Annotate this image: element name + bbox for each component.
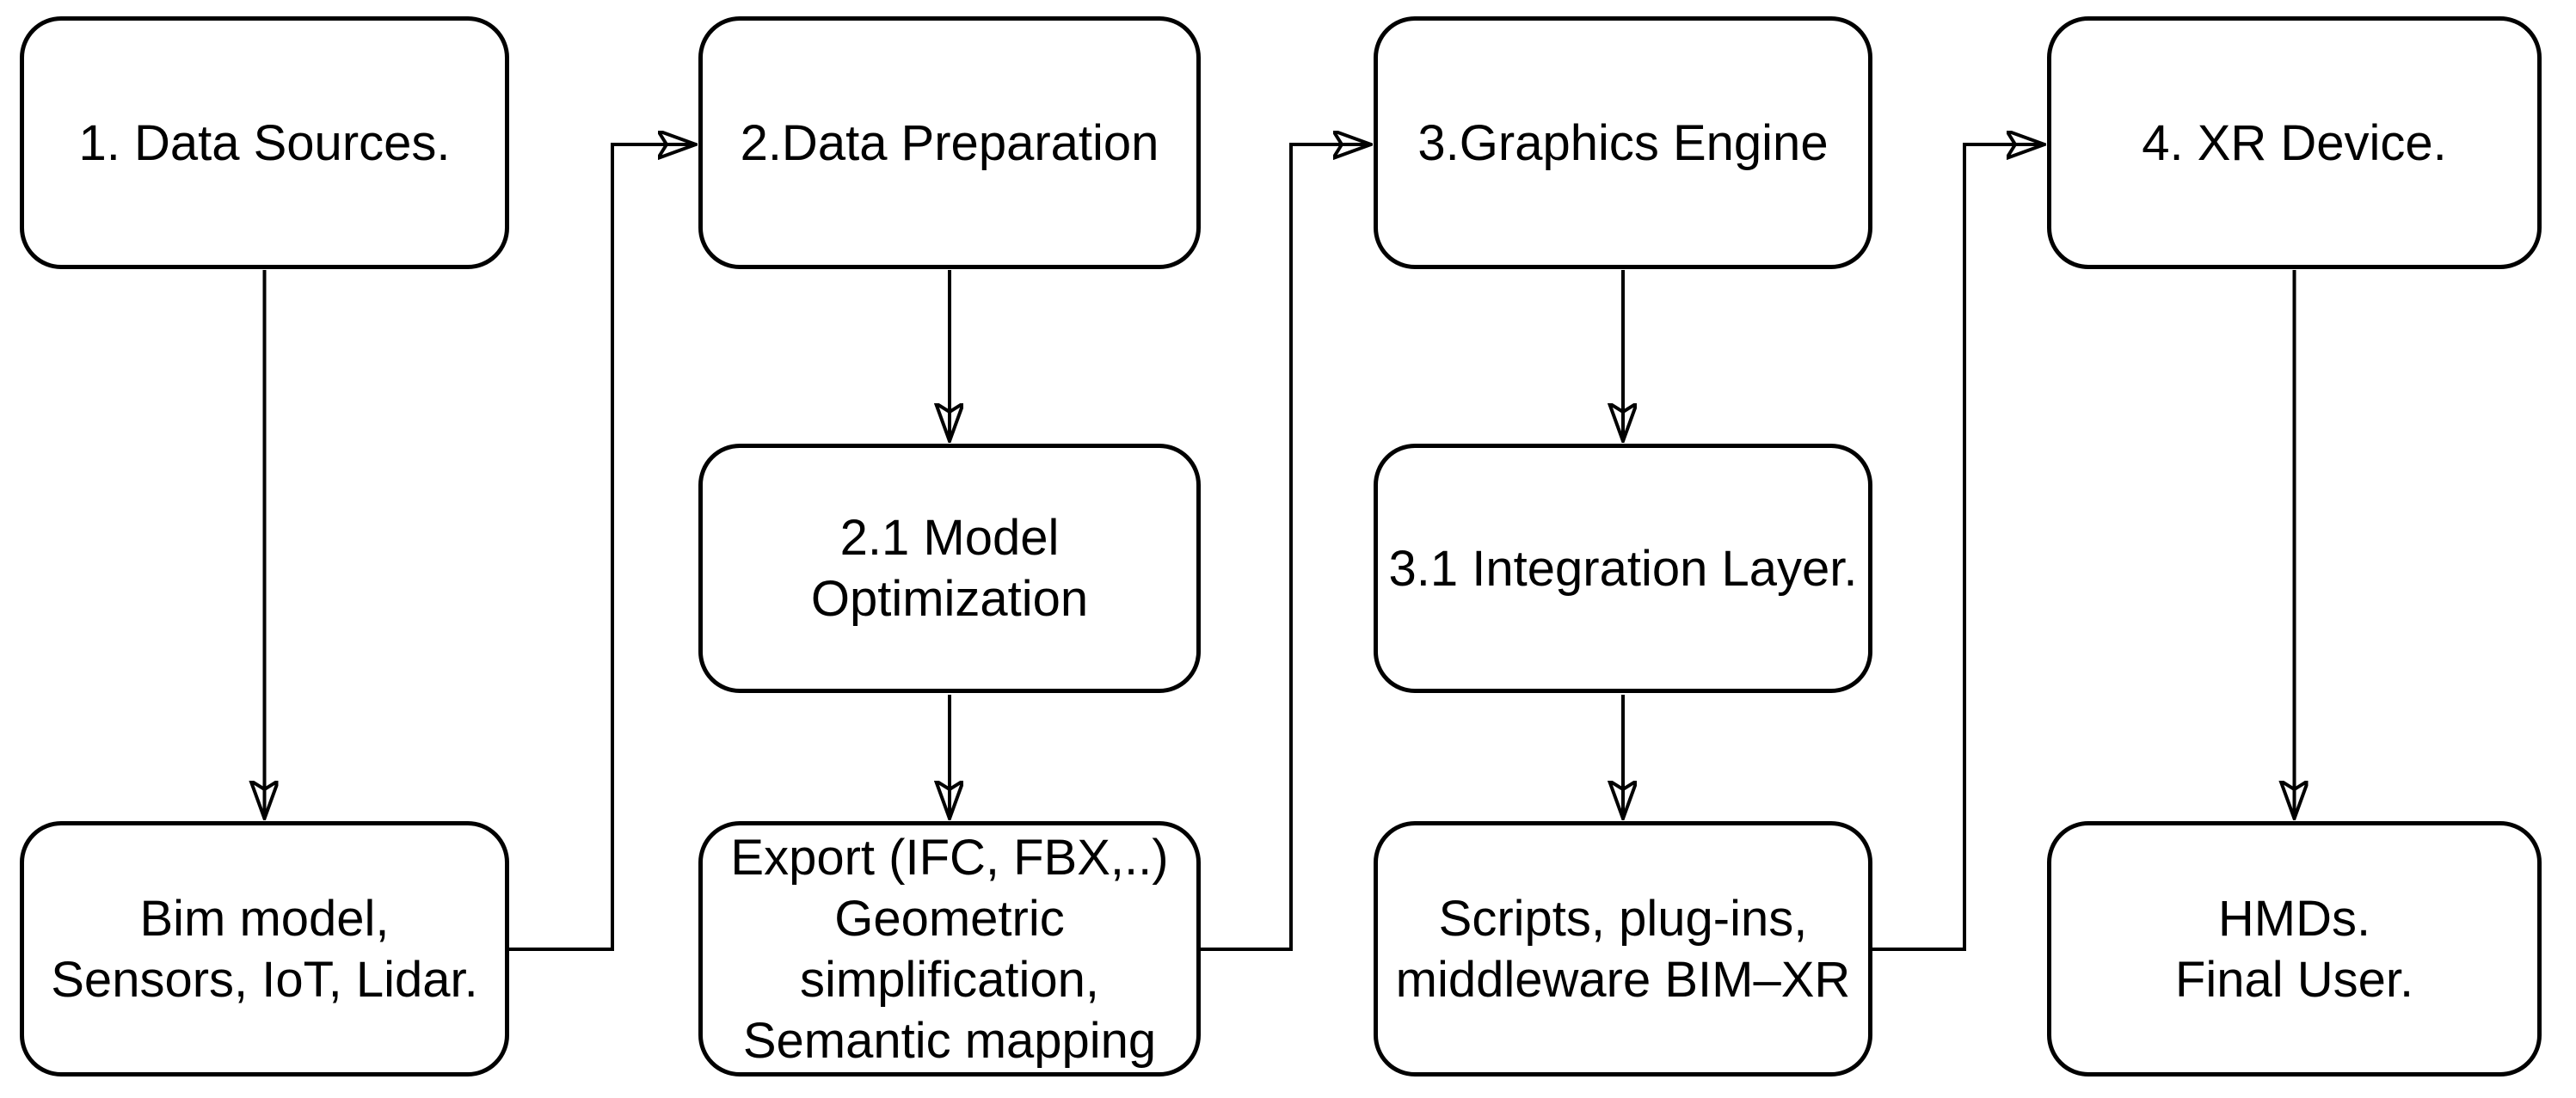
node-label-line: Final User. — [2174, 951, 2414, 1008]
node-label-line: 3.1 Integration Layer. — [1388, 540, 1858, 597]
node-label-line: Scripts, plug-ins, — [1438, 890, 1808, 947]
node-bim-sources: Bim model, Sensors, IoT, Lidar. — [20, 821, 509, 1077]
node-label-line: 2.1 Model — [839, 510, 1060, 566]
node-label-line: Geometric — [834, 890, 1065, 947]
node-graphics-engine: 3.Graphics Engine — [1374, 16, 1872, 269]
node-label-line: Export (IFC, FBX,..) — [730, 829, 1169, 886]
edge-bim-sources-to-data-preparation — [509, 144, 695, 951]
node-hmds-user: HMDs. Final User. — [2047, 821, 2542, 1077]
node-label-line: HMDs. — [2217, 890, 2371, 947]
node-label-line: 1. Data Sources. — [78, 114, 451, 171]
node-label-line: 2.Data Preparation — [740, 114, 1159, 171]
node-xr-device: 4. XR Device. — [2047, 16, 2542, 269]
node-data-preparation: 2.Data Preparation — [698, 16, 1201, 269]
node-scripts-middleware: Scripts, plug-ins, middleware BIM–XR — [1374, 821, 1872, 1077]
node-label-line: 4. XR Device. — [2142, 114, 2447, 171]
node-label-line: simplification, — [799, 951, 1100, 1008]
node-label-line: Bim model, — [139, 890, 390, 947]
node-label-line: Optimization — [810, 571, 1089, 627]
node-export-details: Export (IFC, FBX,..) Geometric simplific… — [698, 821, 1201, 1077]
node-data-sources: 1. Data Sources. — [20, 16, 509, 269]
node-label-line: Semantic mapping — [742, 1012, 1157, 1069]
node-label-line: middleware BIM–XR — [1395, 951, 1851, 1008]
node-label-line: 3.Graphics Engine — [1417, 114, 1829, 171]
node-label-line: Sensors, IoT, Lidar. — [51, 951, 478, 1008]
edge-export-details-to-graphics-engine — [1201, 144, 1370, 951]
node-integration-layer: 3.1 Integration Layer. — [1374, 444, 1872, 693]
edge-scripts-middleware-to-xr-device — [1872, 144, 2044, 951]
node-model-optimization: 2.1 Model Optimization — [698, 444, 1201, 693]
